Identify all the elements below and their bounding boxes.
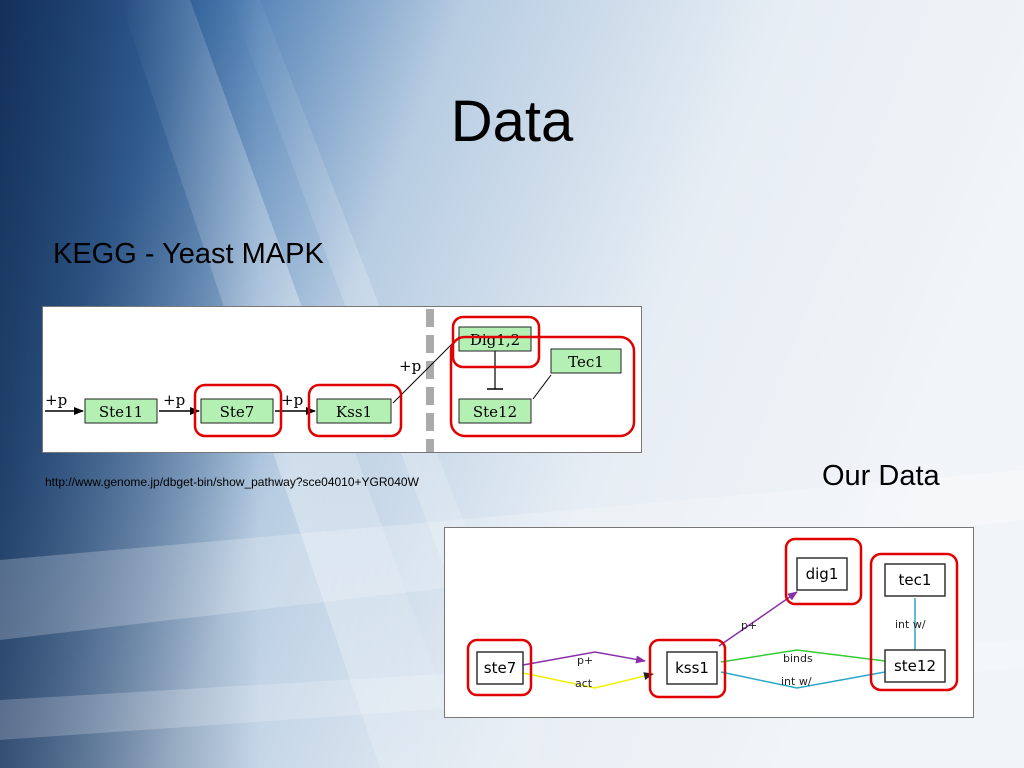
kegg-node-tec1-label: Tec1	[568, 353, 604, 371]
our-data-heading: Our Data	[822, 460, 940, 492]
edge-label-ste11-ste7: +p	[163, 391, 185, 409]
highlight-our-ste7	[466, 638, 533, 697]
edge-label-kss1-dig1: p+	[741, 619, 757, 632]
kegg-node-ste12-label: Ste12	[473, 403, 517, 421]
kegg-node-dig12-label: Dig1,2	[470, 331, 520, 349]
our-node-tec1[interactable]: tec1	[884, 563, 946, 597]
kegg-node-tec1[interactable]: Tec1	[550, 348, 622, 374]
edge-label-tec1-ste12: int w/	[895, 618, 926, 631]
kegg-node-ste11[interactable]: Ste11	[84, 398, 158, 424]
edge-tec1-ste12	[532, 374, 552, 400]
our-node-kss1[interactable]: kss1	[666, 651, 718, 685]
kegg-node-ste12[interactable]: Ste12	[458, 398, 532, 424]
highlight-our-tec1-ste12	[869, 552, 959, 692]
edge-label-kss1-dig: +p	[399, 357, 421, 375]
our-data-figure: p+ act p+ binds int w/ int w/ ste7 kss1 …	[444, 527, 974, 718]
our-node-ste12-label: ste12	[894, 657, 936, 675]
kegg-heading: KEGG - Yeast MAPK	[53, 238, 324, 270]
kegg-node-dig12[interactable]: Dig1,2	[458, 326, 532, 352]
highlight-nucleus-group	[449, 335, 636, 438]
kegg-node-ste11-label: Ste11	[99, 403, 143, 421]
edge-label-kss1-ste12-binds: binds	[783, 652, 813, 665]
our-node-dig1-label: dig1	[806, 565, 839, 583]
edge-kss1-dig1	[718, 591, 798, 647]
edge-label-ste7-kss1-act: act	[575, 677, 593, 690]
our-node-ste7[interactable]: ste7	[476, 651, 524, 685]
kegg-pathway-figure: +p +p +p +p Ste11 Ste7 Kss1 Dig1,2 Tec1 …	[42, 306, 642, 453]
highlight-our-dig1	[784, 537, 863, 606]
edge-label-kss1-ste12-int: int w/	[781, 675, 812, 688]
our-node-ste7-label: ste7	[484, 659, 516, 677]
kegg-node-kss1[interactable]: Kss1	[316, 398, 392, 424]
edge-label-in: +p	[45, 391, 67, 409]
slide-title: Data	[450, 89, 574, 154]
highlight-ste7	[193, 383, 283, 438]
kegg-node-ste7-label: Ste7	[220, 403, 255, 421]
edge-ste7-kss1-act	[522, 672, 654, 689]
edge-kss1-ste12-binds	[720, 649, 886, 663]
highlight-kss1	[307, 383, 403, 438]
edge-label-ste7-kss1: +p	[281, 391, 303, 409]
our-node-kss1-label: kss1	[675, 659, 709, 677]
our-node-ste12[interactable]: ste12	[884, 649, 946, 683]
edge-kss1-ste12-int	[720, 671, 886, 689]
edge-kss1-dig	[392, 336, 460, 404]
edge-ste7-kss1-p	[522, 651, 646, 666]
kegg-node-ste7[interactable]: Ste7	[200, 398, 274, 424]
highlight-our-kss1	[648, 638, 727, 699]
edge-label-ste7-kss1-p: p+	[577, 654, 593, 667]
kegg-node-kss1-label: Kss1	[336, 403, 372, 421]
source-url[interactable]: http://www.genome.jp/dbget-bin/show_path…	[45, 475, 419, 489]
our-node-tec1-label: tec1	[899, 571, 932, 589]
our-node-dig1[interactable]: dig1	[796, 557, 848, 591]
